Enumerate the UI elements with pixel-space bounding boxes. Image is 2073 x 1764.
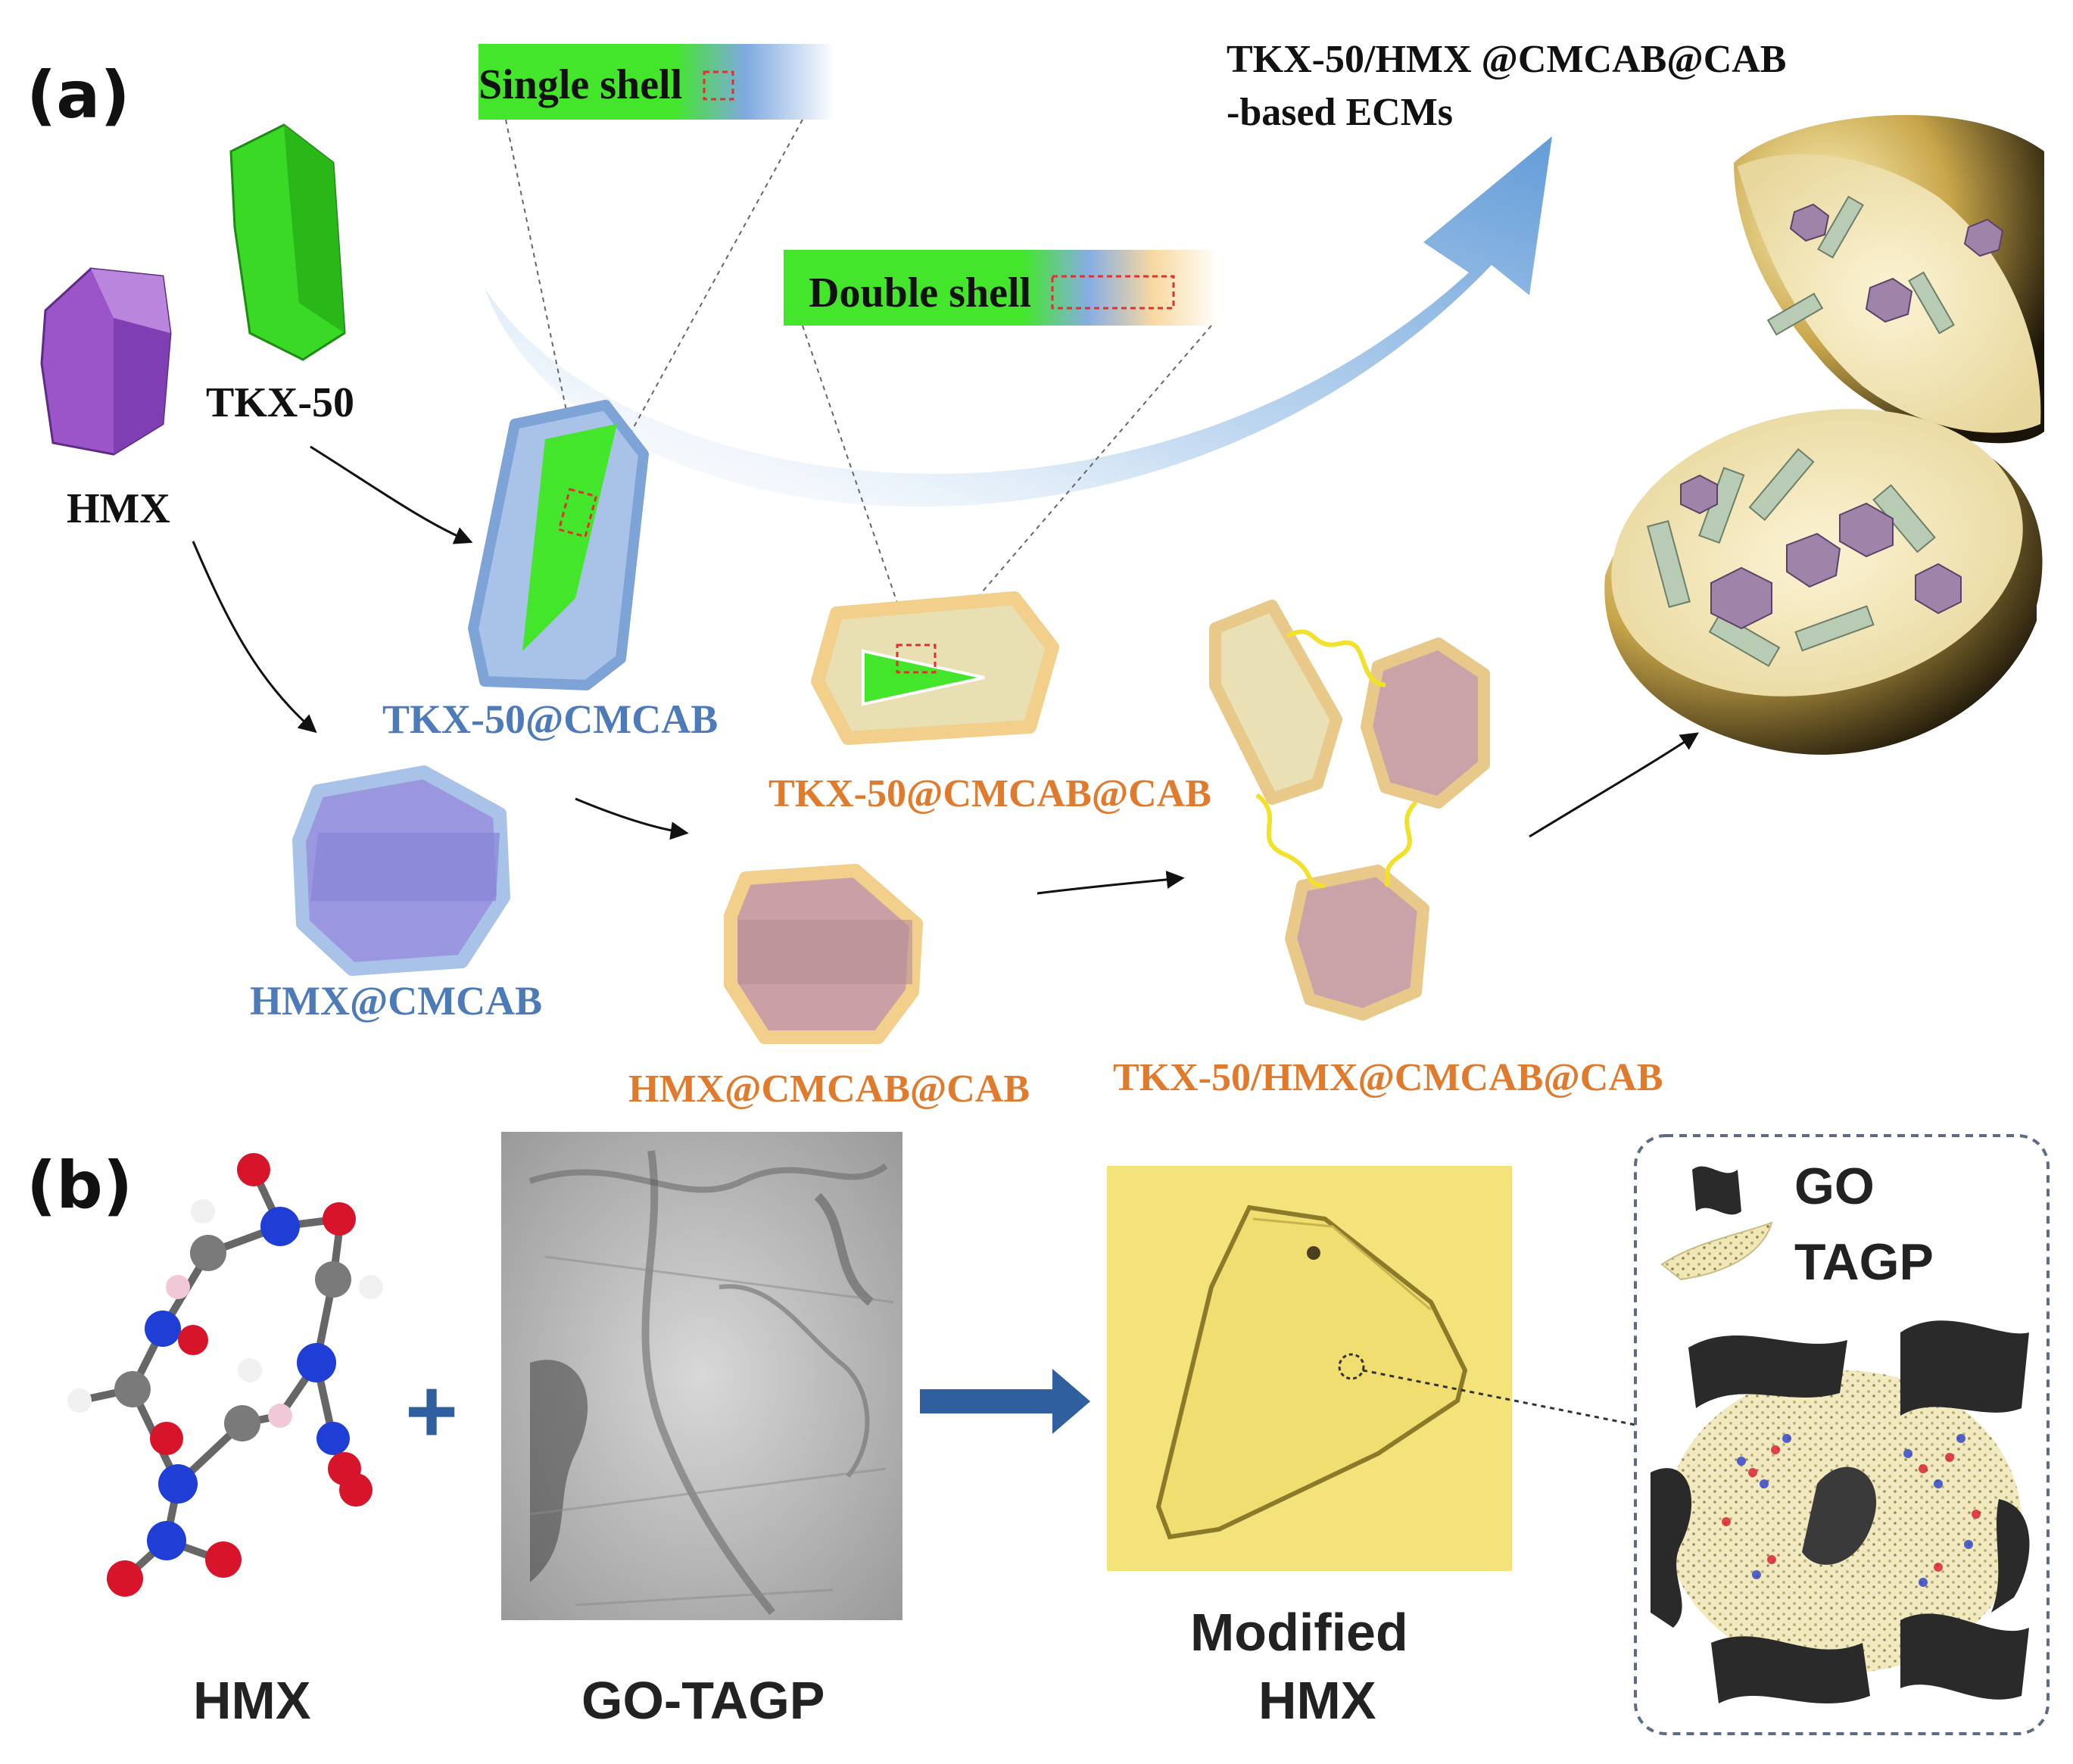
zoom-line [597, 119, 803, 493]
arrow-to-double-shell [575, 797, 689, 840]
panel-a-label: (a) [26, 58, 130, 133]
double-shell-bar: Double shell [784, 250, 1219, 326]
tkx-cmcab-label: TKX-50@CMCAB [382, 697, 718, 742]
single-shell-label: Single shell [479, 61, 682, 108]
arrow-to-mixed [1036, 870, 1185, 895]
process-arrow [920, 1369, 1090, 1434]
big-curved-arrow [485, 136, 1552, 507]
arrow-hmx-to-coated [192, 541, 317, 734]
go-tagp-model-box: GO TAGP [1634, 1134, 2050, 1735]
go-tagp-tem-image [501, 1132, 902, 1620]
hmx-atoms [67, 1153, 383, 1597]
hmx-cmcab-crystal [292, 765, 510, 976]
mixed-crystals [1209, 600, 1490, 1021]
tagp-legend-icon [1660, 1221, 1773, 1281]
zoom-line [1362, 1369, 1647, 1429]
tkx-cmcab-cab-crystal [811, 591, 1059, 745]
mixed-label: TKX-50/HMX@CMCAB@CAB [1113, 1056, 1663, 1099]
tkx-cmcab-cab-label: TKX-50@CMCAB@CAB [768, 772, 1211, 815]
zoom-line [802, 325, 909, 637]
modified-hmx-label-line2: HMX [1258, 1671, 1376, 1730]
hmx-molecule-label: HMX [193, 1671, 311, 1730]
modified-hmx-label-line1: Modified [1190, 1603, 1408, 1662]
hmx-cmcab-cab-crystal [724, 864, 923, 1044]
ecm-title-line2: -based ECMs [1227, 91, 1453, 134]
arrow-to-sphere [1529, 732, 1699, 838]
ecm-title-line1: TKX-50/HMX @CMCAB@CAB [1227, 38, 1786, 81]
hmx-crystal [40, 267, 172, 456]
go-tagp-composite-model [1651, 1320, 2030, 1703]
legend-go-label: GO [1794, 1158, 1875, 1215]
go-legend-icon [1692, 1166, 1741, 1215]
tkx-cmcab-crystal [468, 400, 649, 690]
hmx-label: HMX [67, 485, 170, 532]
modified-hmx-image [1107, 1166, 1512, 1571]
double-shell-label: Double shell [809, 270, 1031, 316]
legend-tagp-label: TAGP [1794, 1233, 1934, 1291]
ecm-sphere [1604, 114, 2044, 755]
tkx50-label: TKX-50 [206, 379, 354, 426]
panel-b-label: (b) [26, 1148, 132, 1223]
tkx50-crystal [229, 123, 346, 361]
hmx-cmcab-label: HMX@CMCAB [250, 978, 542, 1024]
hmx-cmcab-cab-label: HMX@CMCAB@CAB [628, 1067, 1030, 1111]
single-shell-bar: Single shell [479, 44, 834, 120]
go-tagp-label: GO-TAGP [581, 1671, 825, 1730]
plus-sign: + [405, 1360, 458, 1462]
zoom-line [505, 119, 576, 455]
arrow-tkx-to-coated [310, 445, 473, 544]
